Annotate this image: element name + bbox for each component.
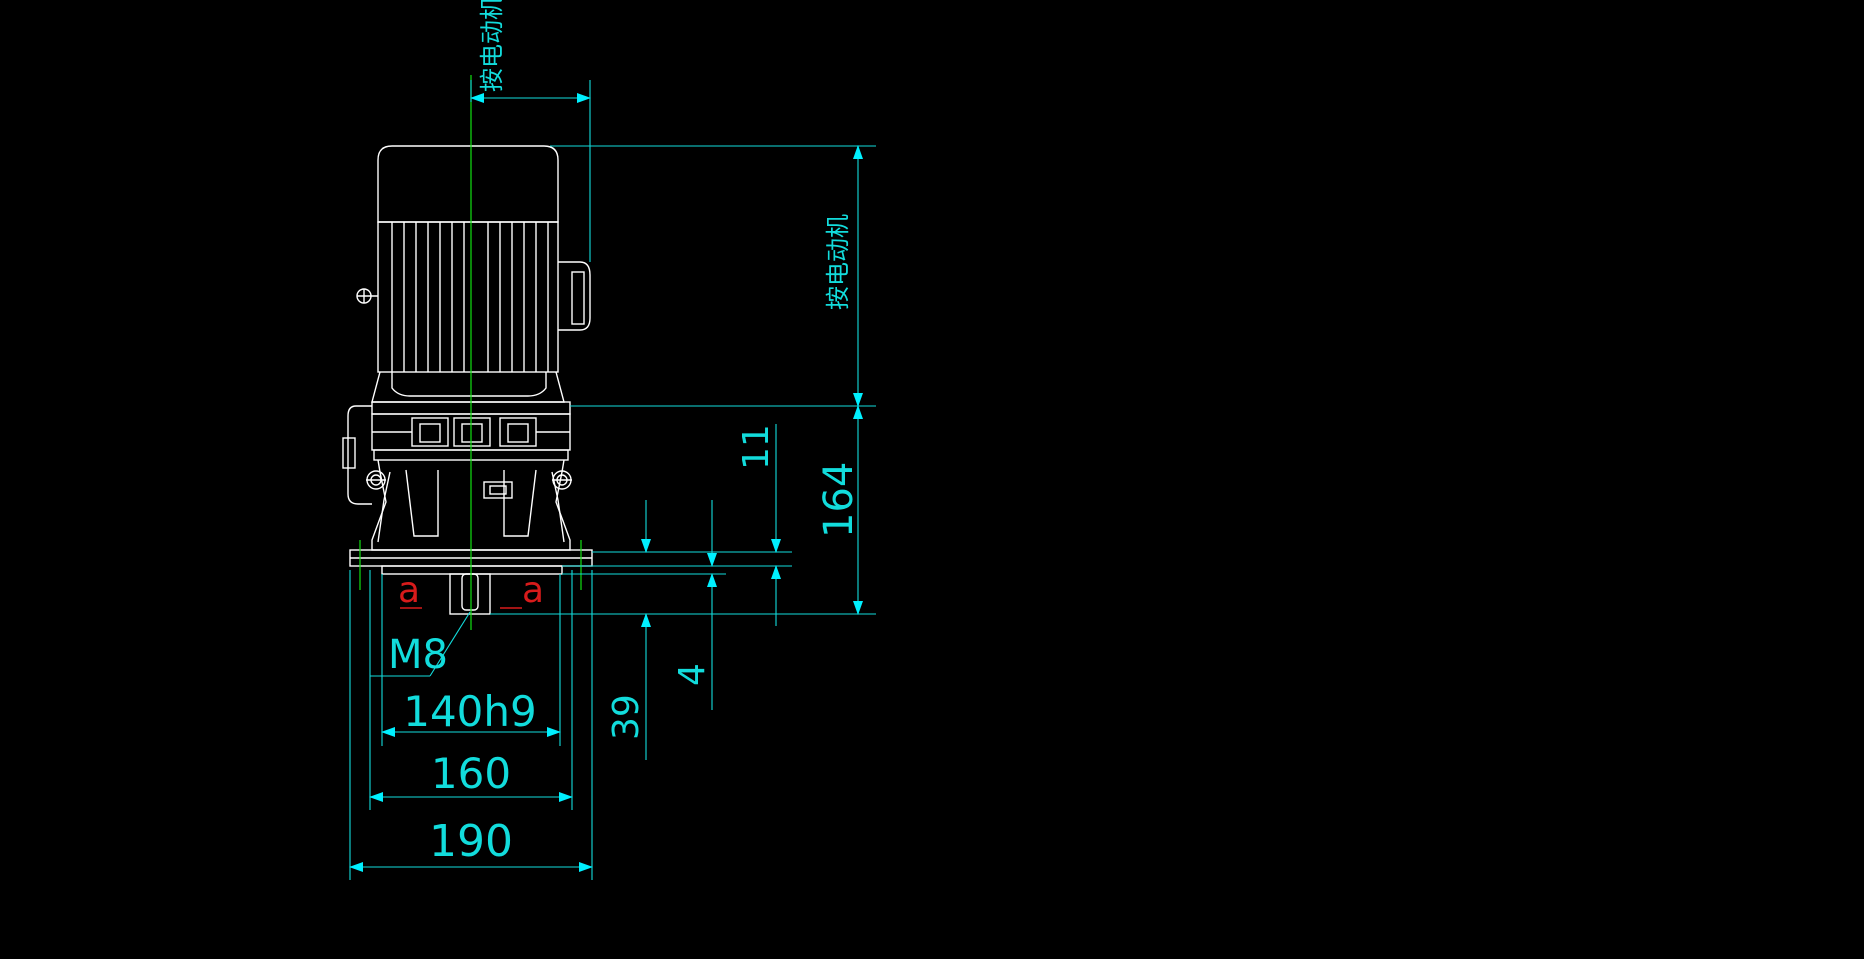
flange-bolt-left	[366, 470, 386, 490]
motor-fins	[391, 222, 549, 372]
top-motor-label: 按电动机	[478, 0, 506, 92]
dim-4: 4	[672, 663, 713, 686]
ring-windows	[372, 417, 570, 447]
dimension-lines	[349, 80, 876, 880]
output-shaft	[449, 573, 491, 615]
section-mark-left: a	[398, 570, 420, 611]
dim-140h9: 140h9	[403, 687, 537, 736]
name-plate	[483, 481, 513, 499]
motor-body	[356, 145, 591, 403]
dim-m8: M8	[388, 632, 448, 678]
oil-plug	[347, 405, 372, 505]
section-mark-right: a	[522, 570, 544, 611]
centerlines	[359, 75, 582, 630]
terminal-box	[558, 261, 591, 331]
side-motor-label: 按电动机	[824, 214, 852, 310]
dim-39: 39	[606, 694, 647, 740]
dim-164: 164	[816, 462, 862, 538]
flange-bolt-right	[552, 470, 572, 490]
lifting-eye	[356, 288, 378, 304]
dim-160: 160	[431, 749, 511, 798]
dim-190: 190	[429, 816, 513, 867]
reducer-housing	[342, 401, 593, 615]
dim-11: 11	[736, 424, 777, 470]
